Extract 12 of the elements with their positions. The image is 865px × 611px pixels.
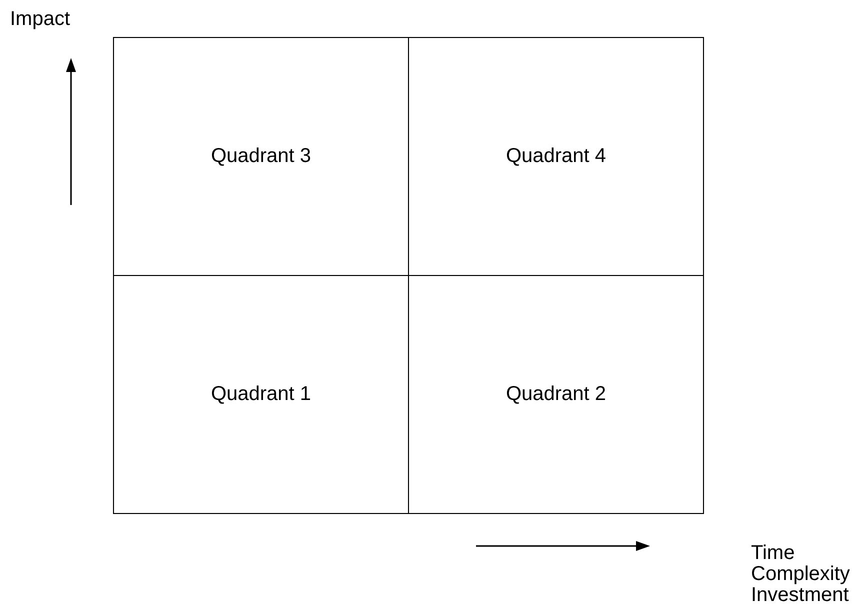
quadrant-box bbox=[113, 37, 409, 276]
axis-label: Impact bbox=[10, 8, 70, 30]
axis-label: Complexity bbox=[751, 563, 850, 585]
quadrant-box bbox=[113, 275, 409, 514]
axis-label: Time bbox=[751, 542, 795, 564]
quadrant-label: Quadrant 2 bbox=[506, 383, 606, 406]
quadrant-label: Quadrant 4 bbox=[506, 145, 606, 168]
quadrant-box bbox=[408, 275, 704, 514]
quadrant-label: Quadrant 3 bbox=[210, 145, 312, 168]
quadrant-label: Quadrant 1 bbox=[210, 383, 312, 406]
axis-label: Investment bbox=[751, 584, 849, 606]
quadrant-box bbox=[408, 37, 704, 276]
